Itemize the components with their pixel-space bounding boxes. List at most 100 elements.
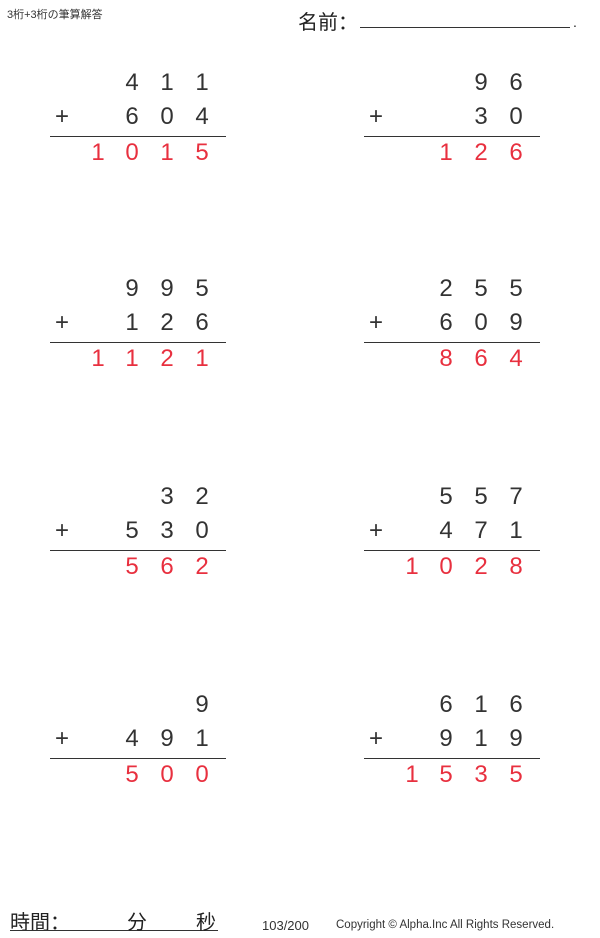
answer-digit: 6 <box>474 345 488 372</box>
answer-digit: 8 <box>439 345 453 372</box>
answer-digit: 1 <box>91 345 105 372</box>
bottom-digit: 9 <box>160 725 174 752</box>
sum-rule <box>50 550 226 551</box>
worksheet-title: 3桁+3桁の筆算解答 <box>7 9 103 21</box>
answer-digit: 2 <box>474 139 488 166</box>
plus-sign: + <box>54 725 69 752</box>
bottom-digit: 1 <box>195 725 209 752</box>
answer-digit: 4 <box>509 345 523 372</box>
bottom-digit: 9 <box>509 725 523 752</box>
sum-rule <box>50 342 226 343</box>
top-digit: 9 <box>160 275 174 302</box>
top-digit: 1 <box>160 69 174 96</box>
bottom-digit: 1 <box>509 517 523 544</box>
bottom-digit: 6 <box>195 309 209 336</box>
bottom-digit: 0 <box>195 517 209 544</box>
answer-digit: 1 <box>91 139 105 166</box>
bottom-digit: 6 <box>439 309 453 336</box>
name-field-end: . <box>573 14 577 30</box>
answer-digit: 2 <box>195 553 209 580</box>
top-digit: 2 <box>439 275 453 302</box>
top-digit: 2 <box>195 483 209 510</box>
minutes-label: 分 <box>127 912 147 934</box>
top-digit: 1 <box>474 691 488 718</box>
bottom-digit: 0 <box>160 103 174 130</box>
top-digit: 3 <box>160 483 174 510</box>
top-digit: 9 <box>125 275 139 302</box>
answer-digit: 3 <box>474 761 488 788</box>
plus-sign: + <box>368 309 383 336</box>
answer-digit: 8 <box>509 553 523 580</box>
top-row: 9 <box>50 688 240 722</box>
sum-rule <box>364 758 540 759</box>
answer-digit: 2 <box>160 345 174 372</box>
bottom-digit: 0 <box>474 309 488 336</box>
answer-digit: 0 <box>439 553 453 580</box>
bottom-digit: 0 <box>509 103 523 130</box>
bottom-digit: 2 <box>160 309 174 336</box>
bottom-digit: 3 <box>160 517 174 544</box>
answer-digit: 0 <box>195 761 209 788</box>
sum-rule <box>50 136 226 137</box>
top-digit: 6 <box>509 691 523 718</box>
time-underline <box>10 930 218 931</box>
plus-sign: + <box>54 103 69 130</box>
answer-digit: 5 <box>195 139 209 166</box>
answer-digit: 2 <box>474 553 488 580</box>
answer-digit: 1 <box>439 139 453 166</box>
top-digit: 5 <box>195 275 209 302</box>
bottom-digit: 4 <box>439 517 453 544</box>
bottom-digit: 5 <box>125 517 139 544</box>
bottom-digit: 3 <box>474 103 488 130</box>
answer-digit: 6 <box>509 139 523 166</box>
top-digit: 4 <box>125 69 139 96</box>
answer-digit: 5 <box>509 761 523 788</box>
plus-sign: + <box>368 725 383 752</box>
plus-sign: + <box>54 309 69 336</box>
top-digit: 5 <box>474 483 488 510</box>
answer-digit: 5 <box>439 761 453 788</box>
sum-rule <box>364 550 540 551</box>
bottom-digit: 1 <box>474 725 488 752</box>
sum-rule <box>364 342 540 343</box>
top-digit: 1 <box>195 69 209 96</box>
page-number: 103/200 <box>262 918 309 933</box>
top-digit: 9 <box>195 691 209 718</box>
name-field-line[interactable] <box>360 27 570 28</box>
plus-sign: + <box>368 103 383 130</box>
answer-digit: 1 <box>195 345 209 372</box>
answer-digit: 6 <box>160 553 174 580</box>
answer-digit: 5 <box>125 553 139 580</box>
top-digit: 5 <box>509 275 523 302</box>
answer-digit: 1 <box>405 761 419 788</box>
answer-digit: 5 <box>125 761 139 788</box>
bottom-digit: 9 <box>439 725 453 752</box>
